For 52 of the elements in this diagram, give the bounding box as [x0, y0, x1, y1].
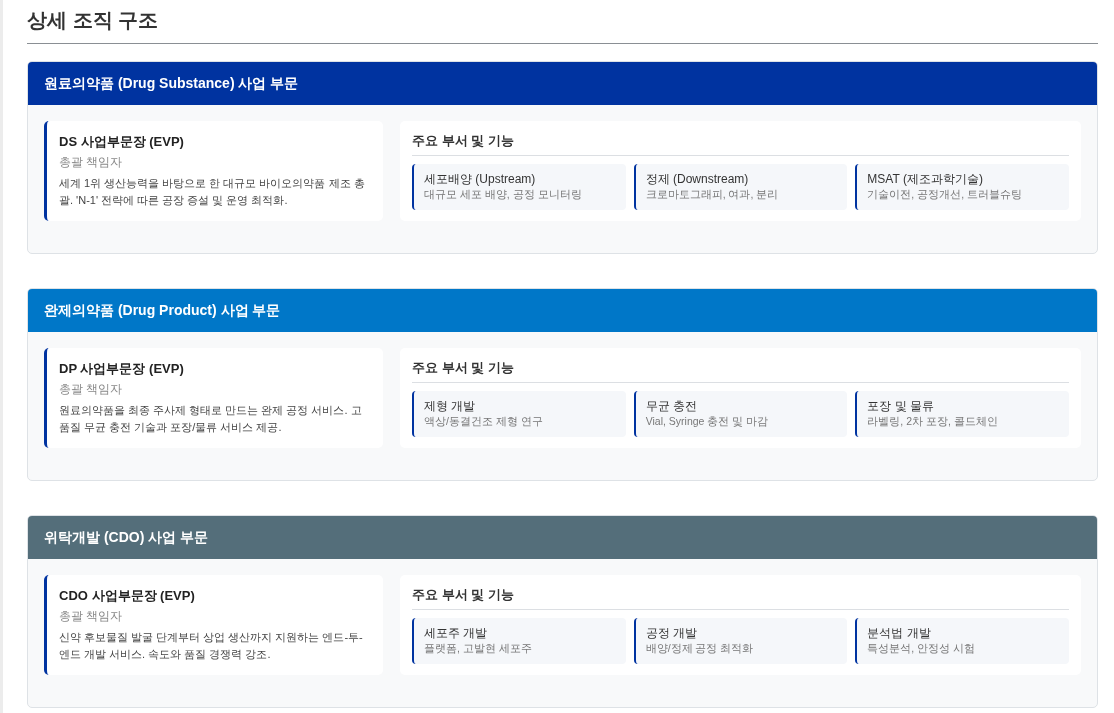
leader-role: 총괄 책임자	[59, 608, 123, 625]
department-title: 포장 및 물류	[867, 398, 934, 414]
department-panel	[400, 575, 1081, 675]
leader-description: 신약 후보물질 발굴 단계부터 상업 생산까지 지원하는 엔드-투-엔드 개발 서비스. 속도와 품질 경쟁력 강조.	[59, 630, 364, 662]
department-description: 액상/동결건조 제형 연구	[424, 414, 543, 428]
department-description: 배양/정제 공정 최적화	[645, 641, 754, 655]
department-title: 분석법 개발	[867, 625, 931, 641]
department-description: 기술이전, 공정개선, 트러블슈팅	[867, 187, 1022, 201]
leader-card	[44, 575, 383, 675]
department-title: MSAT (제조과학기술)	[867, 171, 983, 187]
department-card	[633, 391, 848, 437]
department-title: 제형 개발	[424, 398, 476, 414]
leader-description: 세계 1위 생산능력을 바탕으로 한 대규모 바이오의약품 제조 총괄. 'N-1' 전략에 따른 공장 증설 및 운영 최적화.	[59, 176, 366, 208]
department-card	[412, 618, 626, 664]
department-card	[412, 164, 626, 210]
leader-title: CDO 사업부문장 (EVP)	[59, 587, 195, 605]
panel-heading: 주요 부서 및 기능	[412, 360, 514, 376]
department-card	[855, 164, 1069, 210]
leader-card	[44, 348, 383, 448]
panel-heading: 주요 부서 및 기능	[412, 133, 514, 149]
department-description: 대규모 세포 배양, 공정 모니터링	[424, 187, 582, 201]
department-card	[855, 391, 1069, 437]
leader-title: DP 사업부문장 (EVP)	[59, 360, 184, 378]
department-panel	[400, 121, 1081, 221]
department-card	[855, 618, 1069, 664]
division-panel	[27, 288, 1098, 481]
department-card	[412, 391, 626, 437]
department-description: 크로마토그래피, 여과, 분리	[645, 187, 779, 201]
division-panel	[27, 61, 1098, 254]
leader-role: 총괄 책임자	[59, 154, 123, 171]
department-title: 무균 충전	[645, 398, 697, 414]
department-title: 세포주 개발	[424, 625, 488, 641]
division-header: 위탁개발 (CDO) 사업 부문	[28, 516, 1097, 559]
department-card	[633, 164, 848, 210]
department-card	[633, 618, 848, 664]
department-description: 특성분석, 안정성 시험	[867, 641, 976, 655]
leader-card	[44, 121, 383, 221]
leader-role: 총괄 책임자	[59, 381, 123, 398]
page-title: 상세 조직 구조	[27, 8, 159, 33]
department-description: 플랫폼, 고발현 세포주	[424, 641, 532, 655]
leader-description: 원료의약품을 최종 주사제 형태로 만드는 완제 공정 서비스. 고품질 무균 충전 기술과 포장/물류 서비스 제공.	[59, 403, 363, 435]
department-title: 세포배양 (Upstream)	[424, 171, 536, 187]
division-header: 원료의약품 (Drug Substance) 사업 부문	[28, 62, 1097, 105]
leader-title: DS 사업부문장 (EVP)	[59, 133, 184, 151]
department-panel	[400, 348, 1081, 448]
department-description: Vial, Syringe 충전 및 마감	[645, 414, 769, 428]
department-title: 공정 개발	[645, 625, 697, 641]
department-title: 정제 (Downstream)	[645, 171, 749, 187]
division-header: 완제의약품 (Drug Product) 사업 부문	[28, 289, 1097, 332]
department-description: 라벨링, 2차 포장, 콜드체인	[867, 414, 998, 428]
division-panel	[27, 515, 1098, 708]
panel-heading: 주요 부서 및 기능	[412, 587, 514, 603]
